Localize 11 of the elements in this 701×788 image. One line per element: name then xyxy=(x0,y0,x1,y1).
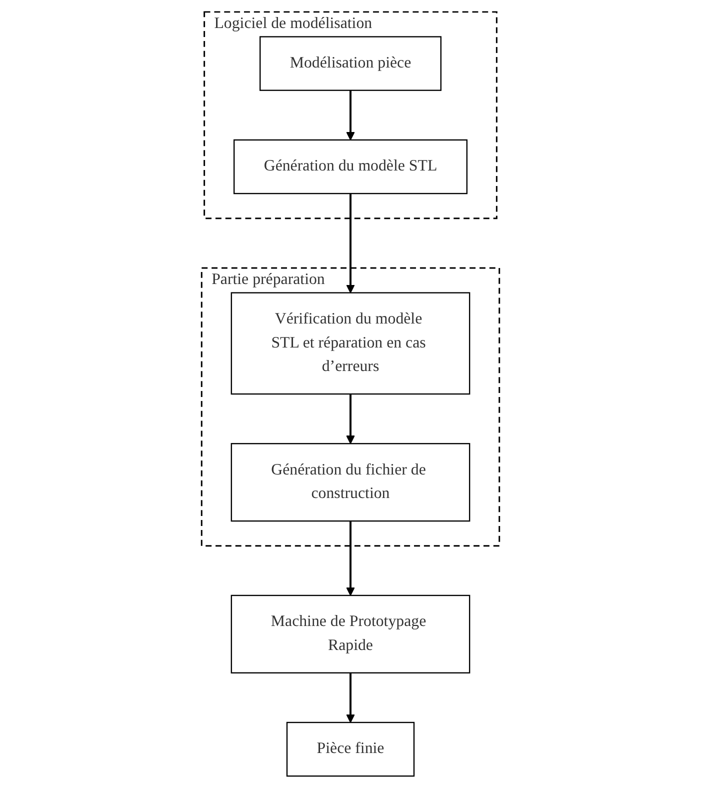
node-box: Génération du fichier de construction xyxy=(230,443,470,522)
node-box: Vérification du modèle STL et réparation en cas d’erreurs xyxy=(230,292,470,395)
arrow xyxy=(346,90,355,140)
arrow xyxy=(346,521,355,596)
arrow xyxy=(346,672,355,723)
node-box: Machine de Prototypage Rapide xyxy=(230,594,470,674)
arrow xyxy=(346,394,355,444)
node-box: Modélisation pièce xyxy=(260,36,442,91)
arrow xyxy=(346,194,355,294)
node-box: Pièce finie xyxy=(286,722,415,777)
node-box: Génération du modèle STL xyxy=(234,139,468,194)
